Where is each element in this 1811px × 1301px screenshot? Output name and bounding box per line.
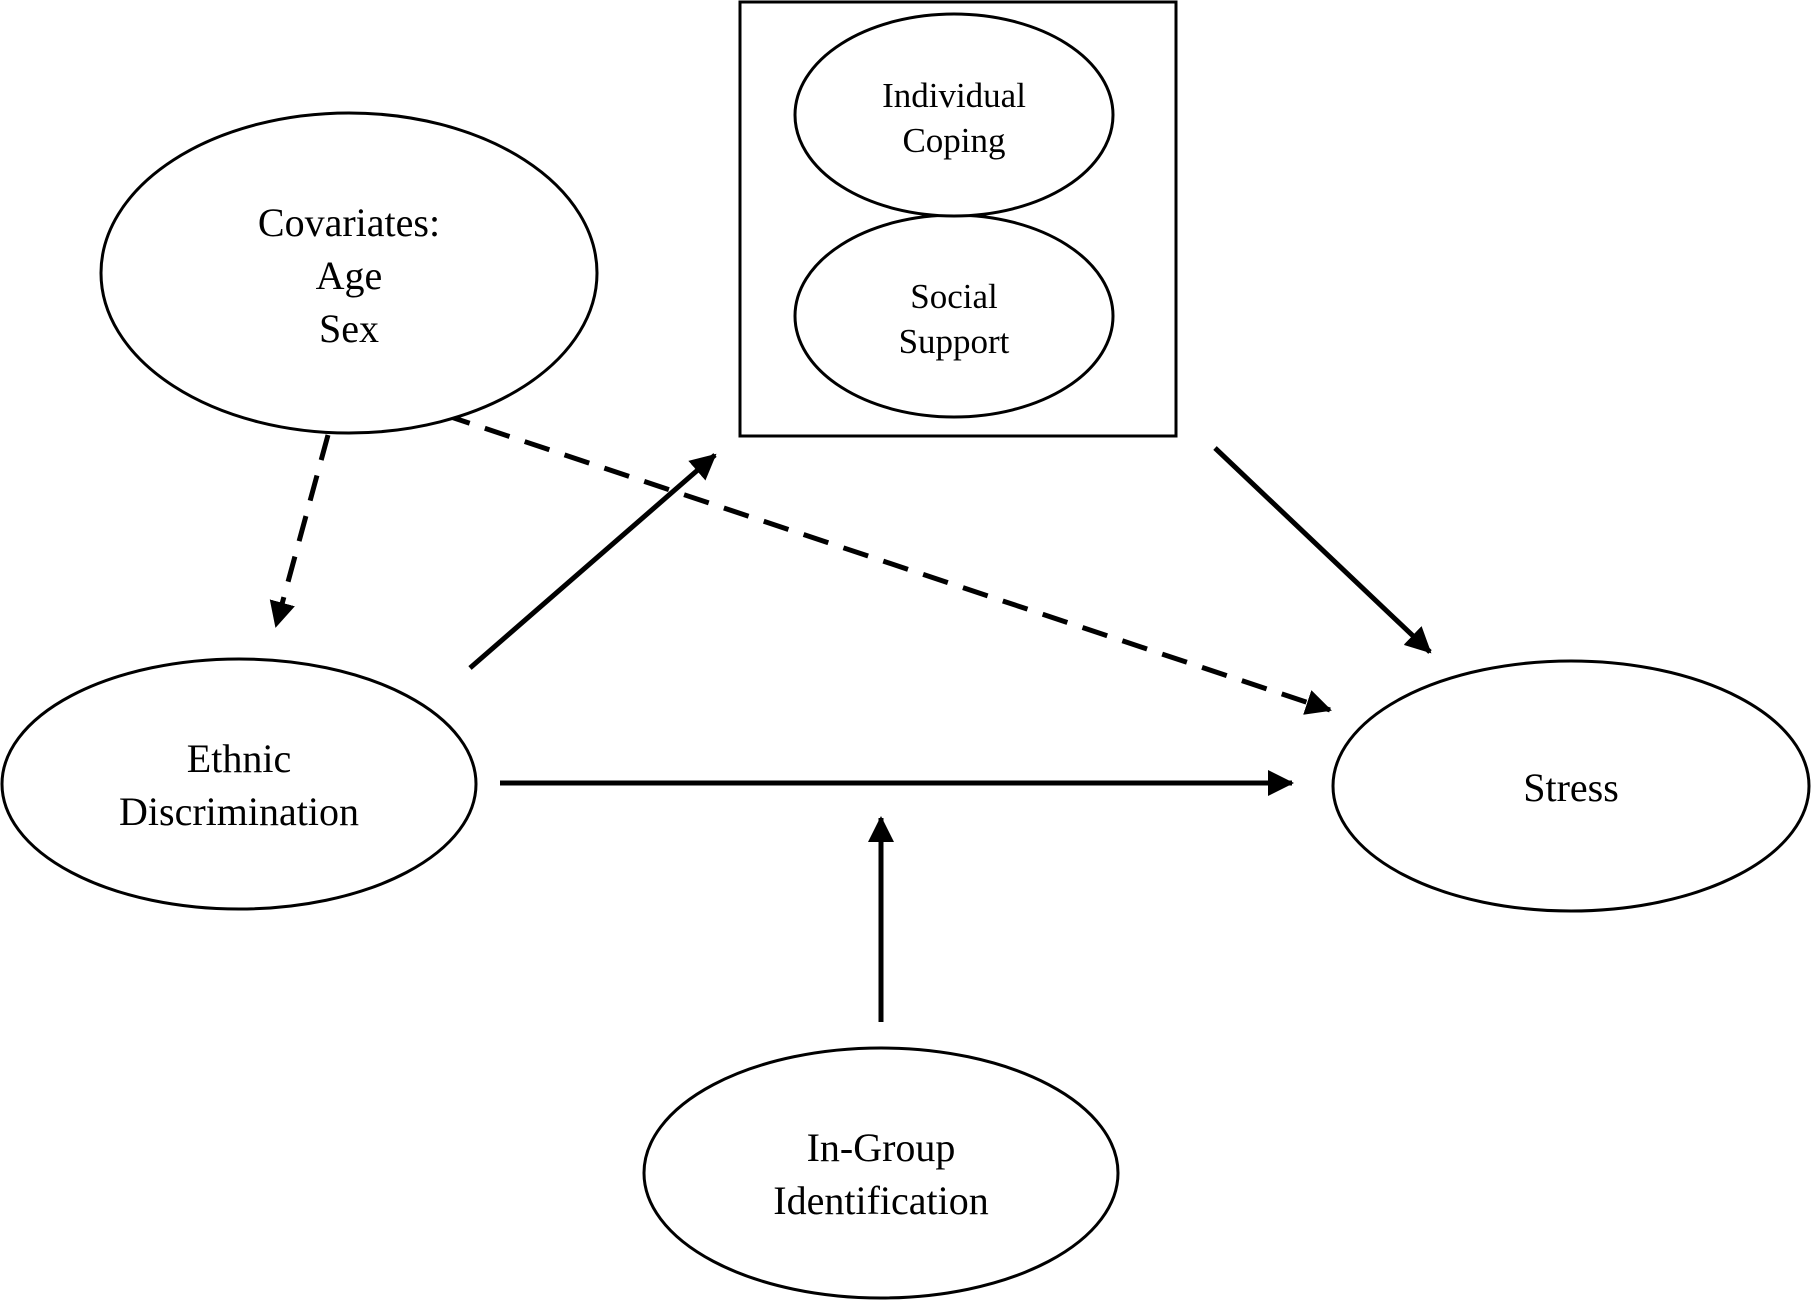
in-group-identification-ellipse xyxy=(642,1046,1120,1300)
node-in-group-identification: In-Group Identification xyxy=(642,1046,1120,1300)
node-covariates: Covariates: Age Sex xyxy=(99,111,599,435)
covariates-label-line-3: Sex xyxy=(319,306,379,351)
ethnic-discrimination-label-line-1: Ethnic xyxy=(187,736,291,781)
individual-coping-ellipse xyxy=(793,12,1115,218)
node-individual-coping: Individual Coping xyxy=(793,12,1115,218)
covariates-label-line-1: Covariates: xyxy=(258,200,440,245)
edge-covariates-to-stress xyxy=(444,412,1332,715)
in-group-identification-label-line-2: Identification xyxy=(773,1178,988,1223)
edge-discrimination-to-mediators xyxy=(468,453,717,670)
node-social-support: Social Support xyxy=(793,213,1115,419)
social-support-label-line-1: Social xyxy=(910,277,998,316)
covariates-ellipse xyxy=(99,111,599,435)
mediators-box xyxy=(738,0,1178,438)
node-stress: Stress xyxy=(1331,659,1811,913)
node-ethnic-discrimination: Ethnic Discrimination xyxy=(0,657,478,911)
edge-mediators-to-stress xyxy=(1213,446,1432,654)
covariates-label-line-2: Age xyxy=(316,253,383,298)
social-support-ellipse xyxy=(793,213,1115,419)
edge-covariates-to-discrimination xyxy=(269,434,331,628)
individual-coping-label-line-2: Coping xyxy=(902,121,1005,160)
individual-coping-label-line-1: Individual xyxy=(882,76,1026,115)
ethnic-discrimination-ellipse xyxy=(0,657,478,911)
stress-ellipse xyxy=(1331,659,1811,913)
stress-label: Stress xyxy=(1523,765,1619,810)
ethnic-discrimination-label-line-2: Discrimination xyxy=(119,789,359,834)
in-group-identification-label-line-1: In-Group xyxy=(807,1125,956,1170)
social-support-label-line-2: Support xyxy=(899,322,1010,361)
